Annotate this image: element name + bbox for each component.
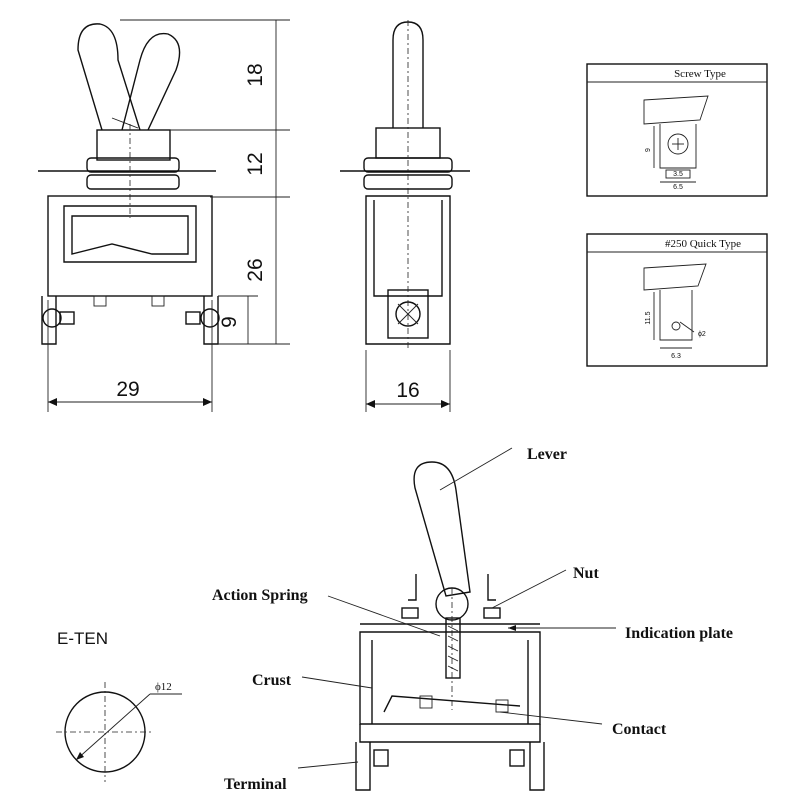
label-lever: Lever: [527, 446, 567, 463]
front-view: [38, 23, 220, 345]
label-action-spring: Action Spring: [212, 587, 308, 604]
screw-dim-inner: 3.5: [673, 171, 683, 178]
dim-terminal-height: 9: [218, 316, 241, 328]
dim-bushing-height: 12: [244, 152, 267, 175]
brand-label: E-TEN: [57, 629, 108, 648]
screw-dim-outer: 6.5: [673, 184, 683, 191]
mounting-hole-circle: [64, 691, 146, 773]
leader-lines: [297, 447, 616, 769]
label-nut: Nut: [573, 565, 599, 582]
label-contact: Contact: [612, 721, 667, 738]
mounting-hole-diameter: ϕ12: [155, 681, 172, 693]
front-view-dimensions: 18 12 26 9 29: [47, 19, 290, 412]
quick-dim-height: 11.5: [645, 311, 652, 324]
front-lever-right: [121, 32, 181, 131]
quick-type-title: #250 Quick Type: [665, 238, 741, 250]
front-lever-left: [77, 23, 141, 131]
label-indication-plate: Indication plate: [625, 625, 733, 642]
label-crust: Crust: [252, 672, 292, 689]
quick-dim-width: 6.3: [671, 353, 681, 360]
dim-lever-height: 18: [244, 63, 267, 86]
label-terminal: Terminal: [224, 776, 287, 793]
screw-type-panel: Screw Type 9 3.5 6.5: [586, 63, 768, 197]
screw-dim-height: 9: [645, 148, 652, 152]
dim-body-height: 26: [244, 258, 267, 281]
screw-type-title: Screw Type: [674, 68, 726, 80]
cutaway-lever: [413, 461, 471, 597]
side-view: 16: [340, 20, 470, 412]
dim-side-width: 16: [396, 379, 419, 402]
mounting-hole-diagram: E-TEN ϕ12: [56, 629, 182, 782]
quick-type-panel: #250 Quick Type ϕ2 11.5 6.3: [586, 233, 768, 367]
cutaway-view: [355, 461, 545, 791]
quick-dim-hole: ϕ2: [698, 331, 706, 338]
dim-body-width: 29: [116, 378, 139, 401]
